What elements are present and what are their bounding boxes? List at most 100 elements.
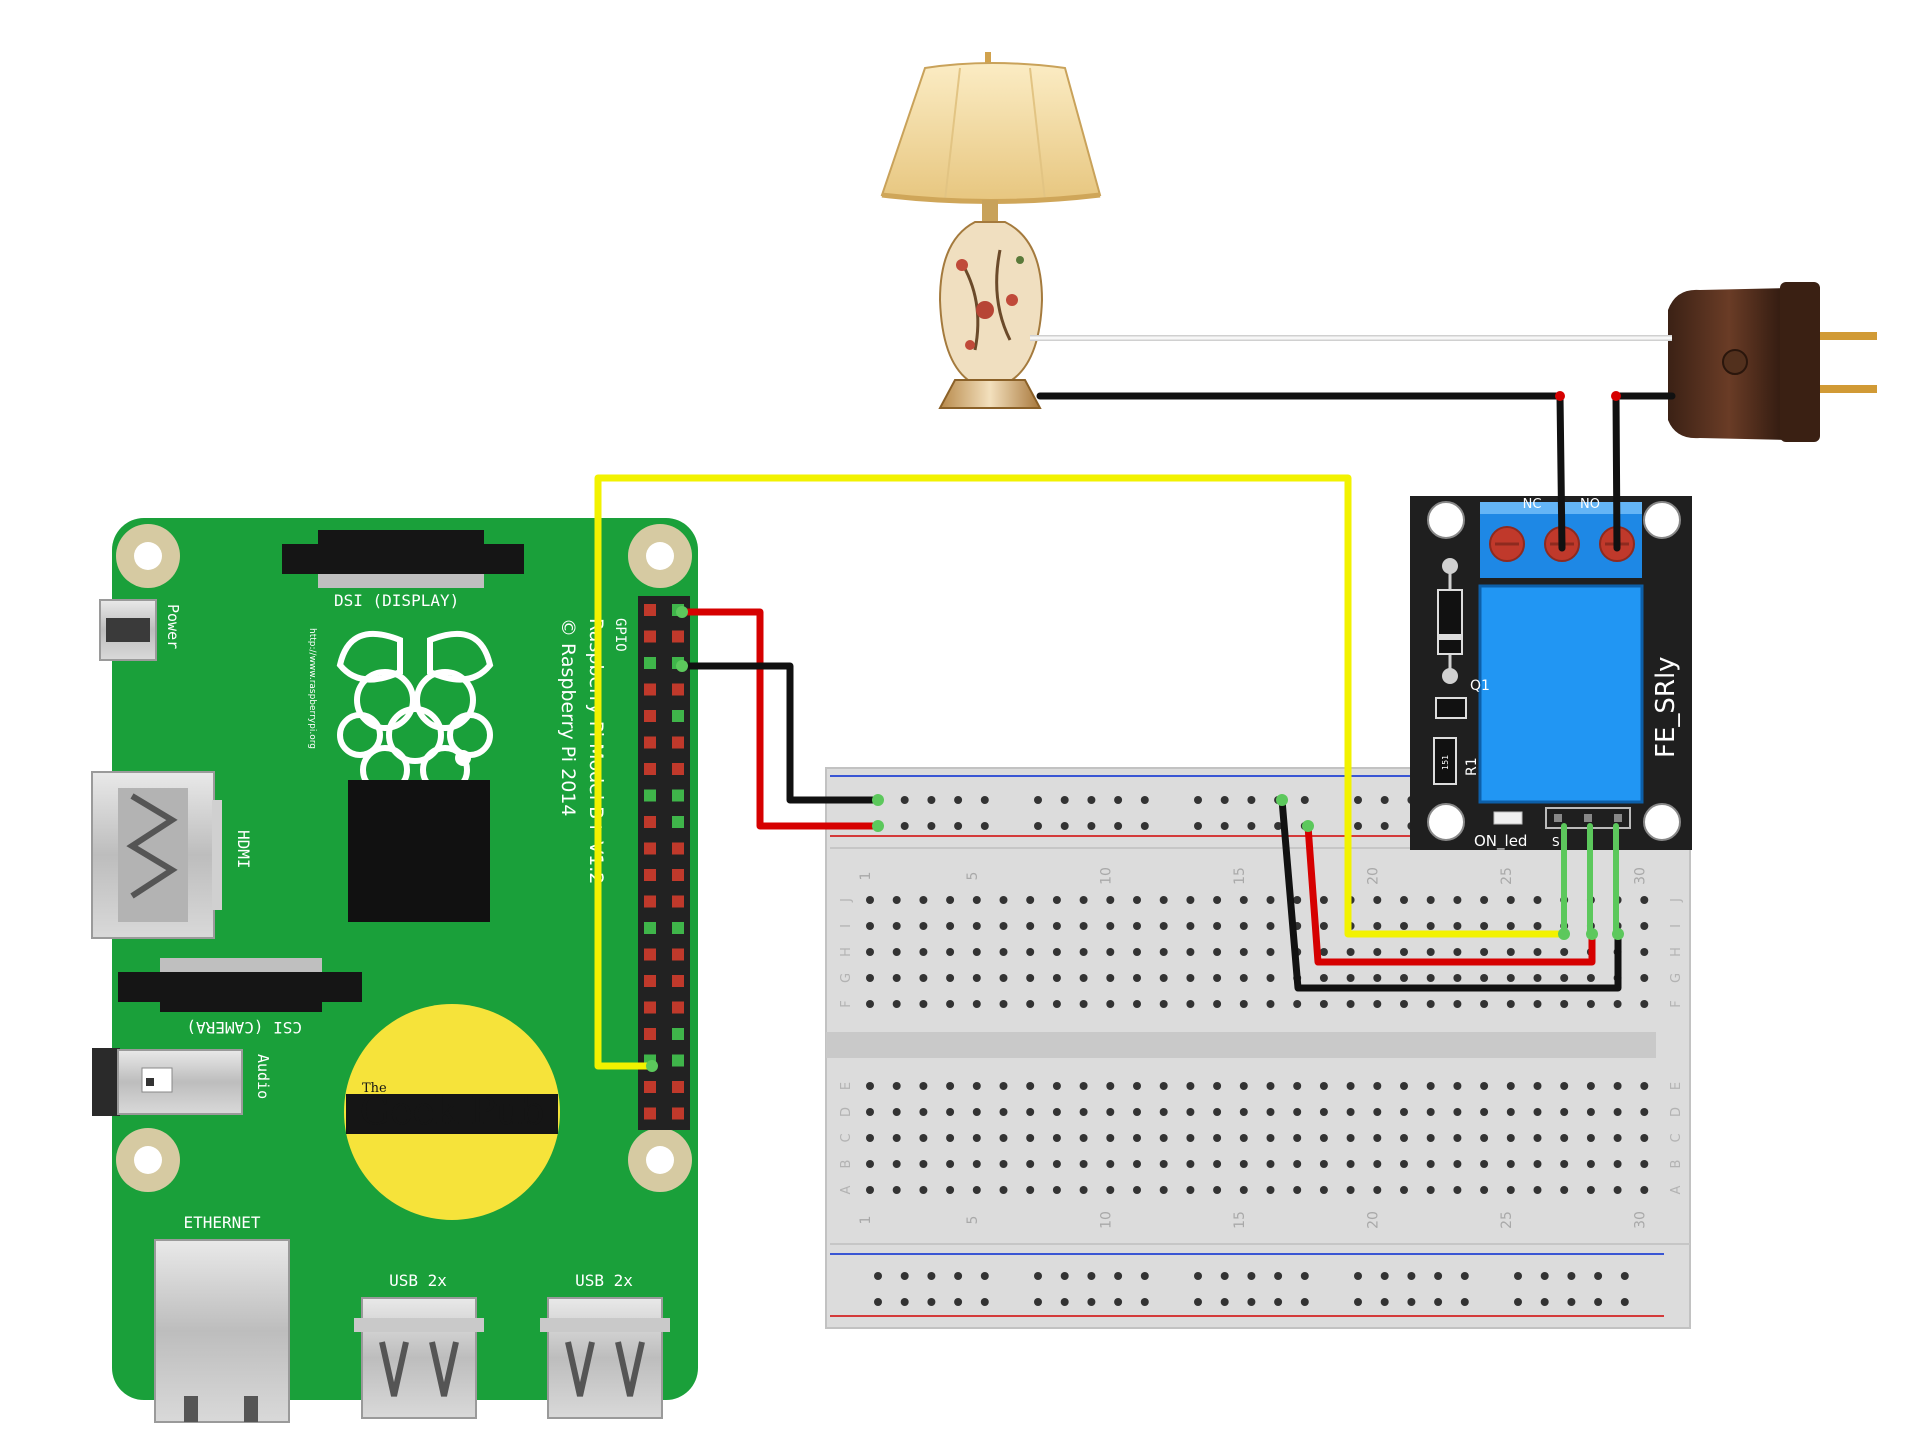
gpio-pin <box>644 657 656 669</box>
breadboard-hole <box>1133 948 1141 956</box>
breadboard-hole <box>1079 922 1088 930</box>
rail-hole <box>1194 1298 1202 1306</box>
breadboard-hole <box>1319 896 1328 904</box>
breadboard-hole <box>1586 974 1595 982</box>
breadboard-hole <box>1239 1186 1248 1194</box>
breadboard-hole <box>1453 896 1462 904</box>
breadboard-hole <box>1159 948 1168 956</box>
rail-hole <box>900 822 909 830</box>
lamp-icon <box>880 52 1102 409</box>
rail-hole <box>1194 1272 1202 1280</box>
soc-chip <box>348 780 490 922</box>
breadboard-hole <box>892 974 901 982</box>
breadboard-hole <box>1106 1134 1115 1142</box>
breadboard-hole <box>1400 1000 1408 1008</box>
row-letter-label: B <box>839 1160 854 1169</box>
breadboard-hole <box>1400 1082 1408 1090</box>
breadboard-hole <box>1159 922 1168 930</box>
rail-hole <box>1087 822 1096 830</box>
breadboard-hole <box>919 1000 928 1008</box>
rail-hole <box>1407 1298 1416 1306</box>
rail-hole <box>1247 1298 1256 1306</box>
breadboard-hole <box>1426 1108 1435 1116</box>
breadboard-hole <box>1293 896 1302 904</box>
breadboard-hole <box>1373 896 1382 904</box>
audio-label: Audio <box>254 1054 272 1099</box>
relay-body <box>1478 584 1644 804</box>
breadboard-hole <box>1319 948 1328 956</box>
breadboard-hole <box>999 1000 1008 1008</box>
breadboard-hole <box>1026 1000 1035 1008</box>
breadboard-hole <box>1052 1134 1061 1142</box>
breadboard-hole <box>1533 896 1542 904</box>
breadboard-hole <box>1640 1082 1649 1090</box>
breadboard-hole <box>1293 1108 1302 1116</box>
breadboard-hole <box>1052 1082 1061 1090</box>
breadboard-hole <box>1586 1108 1595 1116</box>
gpio-pin <box>672 1054 684 1067</box>
breadboard-hole <box>1266 948 1275 956</box>
breadboard-hole <box>946 1108 955 1116</box>
breadboard-hole <box>1266 896 1275 904</box>
rail-hole <box>1114 1272 1123 1280</box>
breadboard-hole <box>1186 974 1195 982</box>
gpio-pin <box>672 975 684 987</box>
breadboard-hole <box>1213 896 1222 904</box>
breadboard-hole <box>1186 922 1195 930</box>
gpio-label: GPIO <box>612 618 628 652</box>
breadboard-hole <box>1533 1000 1542 1008</box>
breadboard-hole <box>919 974 928 982</box>
breadboard-hole <box>1480 1000 1489 1008</box>
breadboard-hole <box>1319 1108 1328 1116</box>
breadboard-hole <box>1480 922 1489 930</box>
breadboard-hole <box>1186 1082 1195 1090</box>
rail-hole <box>1460 1298 1469 1306</box>
breadboard-hole <box>1052 974 1061 982</box>
rail-hole <box>900 1298 909 1306</box>
breadboard-hole <box>1213 922 1222 930</box>
breadboard-hole <box>1426 974 1435 982</box>
rail-hole <box>1274 1298 1283 1306</box>
breadboard-hole <box>1373 1108 1382 1116</box>
rail-hole <box>1034 1272 1042 1280</box>
breadboard-hole <box>919 1160 928 1168</box>
breadboard-hole <box>1266 974 1275 982</box>
gpio-pin <box>644 842 656 855</box>
column-number-label: 30 <box>1632 1211 1648 1229</box>
breadboard-hole <box>999 1186 1008 1194</box>
breadboard-hole <box>1640 1108 1649 1116</box>
rail-hole <box>1274 822 1283 830</box>
breadboard-hole <box>1533 922 1542 930</box>
relay-r1-label: R1 <box>1464 757 1480 776</box>
row-letter-label: D <box>1669 1107 1684 1117</box>
breadboard-channel <box>826 1032 1656 1058</box>
rail-hole <box>1220 822 1229 830</box>
breadboard-hole <box>1453 948 1462 956</box>
breadboard-hole <box>999 948 1008 956</box>
row-letter-label: A <box>1669 1185 1684 1194</box>
rail-hole <box>1247 822 1256 830</box>
gpio-pin <box>672 869 684 881</box>
column-number-label: 5 <box>965 872 981 881</box>
breadboard-hole <box>1213 1134 1222 1142</box>
breadboard-hole <box>1079 974 1088 982</box>
row-letter-label: J <box>839 898 854 903</box>
breadboard-hole <box>1159 1082 1168 1090</box>
row-letter-label: B <box>1669 1160 1684 1169</box>
ethernet-label: ETHERNET <box>183 1213 260 1232</box>
rail-hole <box>1140 796 1149 804</box>
column-number-label: 30 <box>1632 867 1648 885</box>
breadboard-hole <box>999 1082 1008 1090</box>
rail-hole <box>1620 1298 1629 1306</box>
breadboard-hole <box>972 1186 981 1194</box>
rail-hole <box>1300 796 1309 804</box>
breadboard-hole <box>1319 1186 1328 1194</box>
breadboard-hole <box>999 1108 1008 1116</box>
rail-hole <box>980 822 989 830</box>
breadboard-hole <box>1159 1186 1168 1194</box>
breadboard-hole <box>1453 922 1462 930</box>
breadboard-hole <box>1186 948 1195 956</box>
breadboard-hole <box>1346 1082 1355 1090</box>
rail-hole <box>1140 822 1149 830</box>
